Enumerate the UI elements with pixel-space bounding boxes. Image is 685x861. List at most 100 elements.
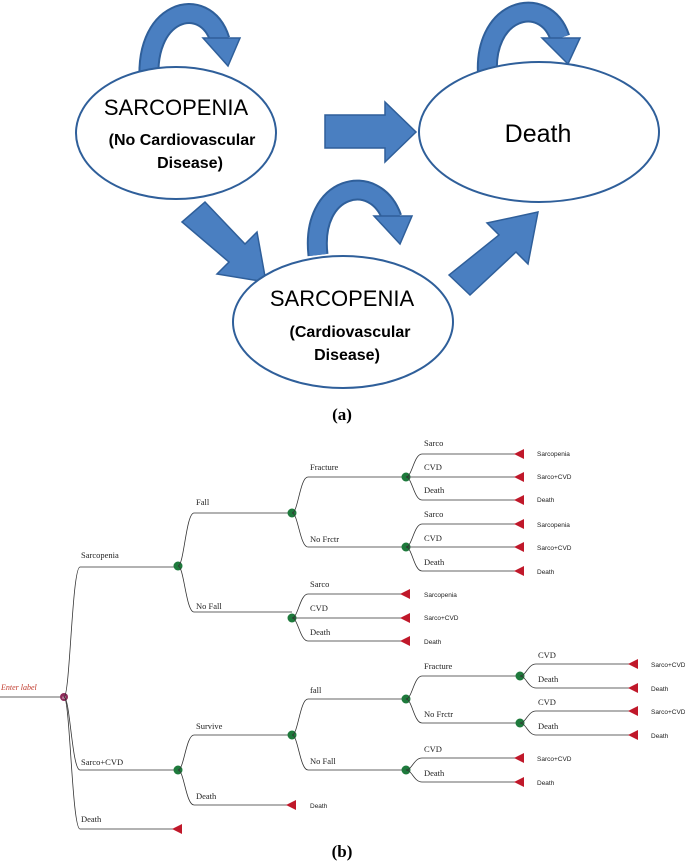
- branch-label-death: Death: [424, 557, 445, 567]
- state-diagram: SARCOPENIA (No Cardiovascular Disease) D…: [75, 1, 660, 424]
- terminal-label-death: Death: [651, 733, 669, 740]
- terminal-node: [514, 519, 524, 529]
- branch-label-cvd: CVD: [424, 462, 442, 472]
- terminal-label-sarcopenia: Sarcopenia: [424, 592, 457, 599]
- terminal-node: [514, 566, 524, 576]
- state-title: SARCOPENIA: [270, 286, 415, 311]
- edge-root-sarcopenia: [63, 566, 178, 698]
- branch-label-sarco: Sarco: [424, 438, 443, 448]
- self-loop-arrow-sarcopenia-cvd: [306, 179, 414, 257]
- state-subtitle-line2: Disease): [157, 155, 223, 172]
- markov-node-icon: M: [62, 695, 65, 700]
- terminal-node: [514, 449, 524, 459]
- terminal-label-sarcopenia: Sarcopenia: [537, 522, 570, 529]
- branch-label-death: Death: [310, 627, 331, 637]
- arrow-sarcopenia-to-death: [324, 100, 418, 164]
- terminal-node: [286, 800, 296, 810]
- branch-label-fracture: Fracture: [424, 661, 453, 671]
- branch-label-death: Death: [424, 485, 445, 495]
- decision-tree: Enter label M Sarcopenia Sarco+CVD Death…: [0, 438, 685, 861]
- terminal-node: [514, 495, 524, 505]
- edge-cvd: [519, 663, 634, 677]
- state-title: Death: [505, 120, 572, 148]
- edge-fall-lower: [291, 698, 406, 736]
- edge-no-fall: [177, 565, 292, 613]
- terminal-label-sarcopenia: Sarcopenia: [537, 451, 570, 458]
- root-label: Enter label: [0, 683, 38, 692]
- edge-fracture-death: [405, 476, 520, 501]
- edge-fracture: [291, 476, 406, 514]
- edge-root-death: [63, 696, 178, 830]
- edge-death: [177, 769, 292, 806]
- self-loop-arrow-death: [476, 1, 582, 82]
- terminal-label-sarco-cvd: Sarco+CVD: [537, 474, 572, 481]
- branch-label-fracture: Fracture: [310, 462, 339, 472]
- edge-cvd: [405, 757, 520, 771]
- terminal-node: [514, 472, 524, 482]
- state-death: Death: [418, 61, 660, 203]
- edge-death: [519, 675, 634, 689]
- edge-nofall-death: [291, 617, 406, 642]
- branch-label-death: Death: [424, 768, 445, 778]
- terminal-label-death: Death: [310, 803, 328, 810]
- terminal-node: [514, 542, 524, 552]
- terminal-node: [400, 636, 410, 646]
- terminal-node: [172, 824, 182, 834]
- branch-label-no-fall: No Fall: [310, 756, 336, 766]
- state-subtitle-line2: Disease): [314, 347, 380, 364]
- edge-nofall-sarco: [291, 593, 406, 619]
- branch-label-fall: Fall: [196, 497, 210, 507]
- terminal-label-death: Death: [537, 780, 555, 787]
- branch-label-cvd: CVD: [424, 744, 442, 754]
- terminal-node: [628, 706, 638, 716]
- edge-survive: [177, 734, 292, 771]
- terminal-label-sarco-cvd: Sarco+CVD: [424, 615, 459, 622]
- edge-root-sarco-cvd: [63, 696, 178, 771]
- arrow-sarcopenia-to-sarcopenia-cvd: [180, 200, 267, 283]
- terminal-node: [400, 613, 410, 623]
- terminal-node: [400, 589, 410, 599]
- edge-fracture-lower: [405, 675, 520, 700]
- branch-label-no-frctr: No Frctr: [424, 709, 453, 719]
- state-title: SARCOPENIA: [104, 95, 249, 120]
- terminal-label-death: Death: [651, 686, 669, 693]
- state-subtitle-line1: (No Cardiovascular: [109, 132, 256, 149]
- branch-label-death: Death: [81, 814, 102, 824]
- branch-label-cvd: CVD: [310, 603, 328, 613]
- branch-label-no-frctr: No Frctr: [310, 534, 339, 544]
- branch-label-fall-lower: fall: [310, 685, 322, 695]
- state-sarcopenia-no-cvd: SARCOPENIA (No Cardiovascular Disease): [75, 66, 277, 200]
- terminal-node: [514, 753, 524, 763]
- self-loop-arrow-sarcopenia-no-cvd: [138, 3, 242, 90]
- branch-label-death: Death: [196, 791, 217, 801]
- edge-death: [405, 769, 520, 783]
- branch-label-death: Death: [538, 674, 559, 684]
- edge-death: [519, 722, 634, 736]
- terminal-node: [628, 683, 638, 693]
- caption-a: (a): [332, 405, 352, 424]
- edge-no-fracture: [291, 512, 406, 548]
- edge-fracture-sarco: [405, 453, 520, 478]
- terminal-label-sarco-cvd: Sarco+CVD: [651, 709, 685, 716]
- terminal-label-sarco-cvd: Sarco+CVD: [651, 662, 685, 669]
- terminal-node: [628, 730, 638, 740]
- edge-no-fracture-lower: [405, 698, 520, 724]
- arrow-sarcopenia-cvd-to-death: [447, 211, 539, 297]
- terminal-label-sarco-cvd: Sarco+CVD: [537, 545, 572, 552]
- terminal-label-death: Death: [424, 639, 442, 646]
- branch-label-sarcopenia: Sarcopenia: [81, 550, 119, 560]
- edge-nofracture-sarco: [405, 523, 520, 548]
- branch-label-cvd: CVD: [538, 650, 556, 660]
- edge-nofracture-death: [405, 546, 520, 572]
- terminal-label-sarco-cvd: Sarco+CVD: [537, 756, 572, 763]
- edge-cvd: [519, 710, 634, 724]
- terminal-node: [514, 777, 524, 787]
- state-subtitle-line1: (Cardiovascular: [290, 324, 411, 341]
- edge-no-fall-lower: [291, 734, 406, 771]
- state-sarcopenia-cvd: SARCOPENIA (Cardiovascular Disease): [232, 255, 454, 389]
- branch-label-cvd: CVD: [538, 697, 556, 707]
- edge-fall: [177, 512, 292, 567]
- branch-label-sarco: Sarco: [424, 509, 443, 519]
- branch-label-survive: Survive: [196, 721, 223, 731]
